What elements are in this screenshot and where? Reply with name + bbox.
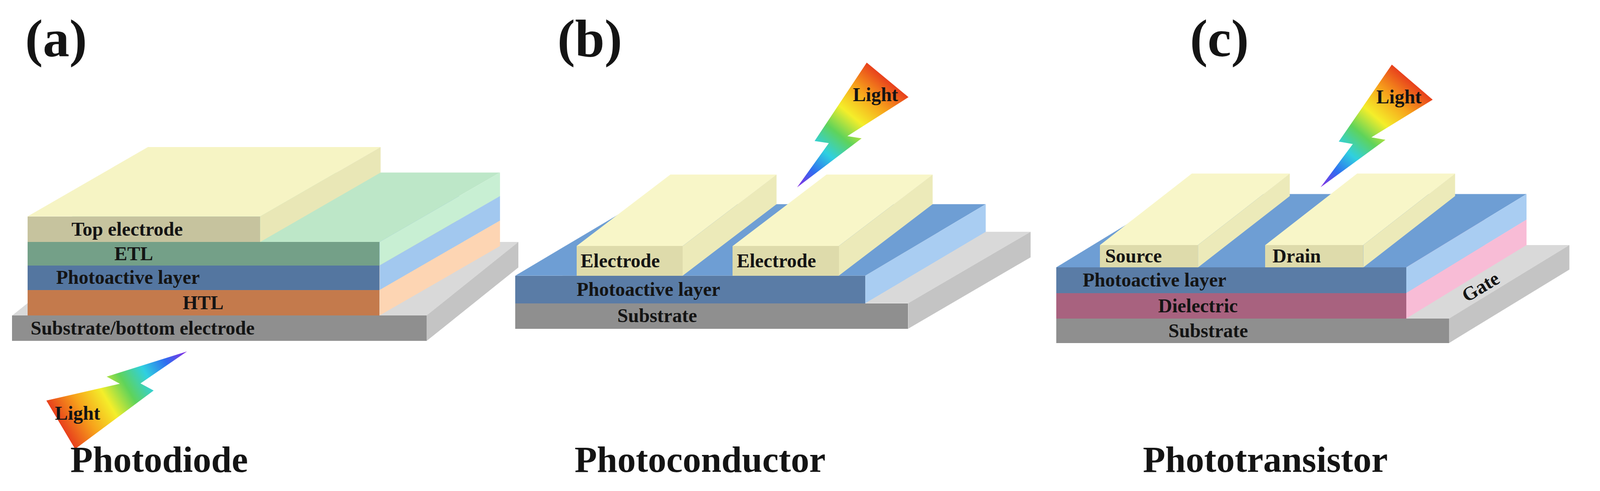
layer-label: Top electrode — [71, 219, 183, 240]
light-label: Light — [852, 85, 899, 105]
layer-label: Substrate/bottom electrode — [30, 318, 255, 338]
layer-face: Photoactive layer — [27, 265, 380, 290]
layer-label: Photoactive layer — [576, 279, 721, 300]
layer-face: Drain — [1265, 244, 1364, 268]
light-bolt-shape — [777, 62, 909, 206]
light-label-text: Light — [852, 83, 899, 106]
panel-letter: (b) — [557, 12, 623, 66]
layer-slab — [1265, 173, 1455, 268]
panel-letter-text: (b) — [557, 8, 623, 68]
panel-letter-text: (a) — [25, 8, 88, 68]
layer-slab — [1099, 173, 1290, 268]
layer-face: Photoactive layer — [515, 275, 866, 304]
layer-label: HTL — [182, 293, 224, 313]
layer-face: Source — [1099, 244, 1198, 268]
slab-side-face — [379, 172, 500, 266]
layer-label: Dielectric — [1158, 296, 1238, 316]
layer-label: Substrate — [617, 305, 697, 326]
device-title-text: Photoconductor — [574, 438, 826, 480]
slab-side-face — [1363, 173, 1455, 268]
layer-face: Photoactive layer — [1056, 267, 1407, 293]
layer-label: Source — [1105, 246, 1162, 266]
device-title: Photoconductor — [574, 440, 826, 478]
layer-face: Top electrode — [27, 216, 261, 242]
layer-face: HTL — [27, 289, 380, 316]
slab-side-face — [260, 146, 381, 242]
layer-label: Electrode — [736, 251, 816, 271]
light-label-text: Light — [54, 402, 101, 424]
light-bolt-shape — [1301, 64, 1434, 206]
layer-label: Drain — [1272, 246, 1321, 266]
light-bolt — [46, 325, 201, 449]
light-label-text: Light — [1376, 85, 1422, 108]
layer-face: Substrate/bottom electrode — [12, 315, 427, 341]
light-label: Light — [54, 403, 101, 424]
layer-label: Photoactive layer — [1082, 270, 1227, 290]
panel-letter: (a) — [25, 12, 88, 66]
layer-slab — [27, 146, 381, 242]
panel-letter-text: (c) — [1189, 8, 1249, 68]
slab-side-face — [838, 174, 933, 276]
layer-face: Substrate — [1056, 318, 1450, 343]
layer-slab — [732, 174, 933, 276]
layer-label: Substrate — [1168, 321, 1249, 341]
layer-label: Photoactive layer — [56, 267, 200, 288]
device-title: Phototransistor — [1142, 440, 1388, 478]
layer-label: Electrode — [580, 251, 660, 271]
device-title: Photodiode — [70, 440, 249, 478]
light-bolt — [777, 62, 909, 206]
light-bolt — [1301, 64, 1434, 206]
layer-face: Substrate — [515, 303, 908, 329]
device-title-text: Photodiode — [70, 438, 249, 480]
layer-label: ETL — [114, 244, 154, 264]
light-bolt-shape — [46, 325, 201, 449]
device-title-text: Phototransistor — [1142, 438, 1388, 480]
layer-face: Dielectric — [1056, 293, 1407, 319]
layer-face: Electrode — [576, 245, 683, 276]
layer-face: ETL — [27, 241, 380, 266]
panel-letter: (c) — [1189, 12, 1249, 66]
light-label: Light — [1376, 87, 1422, 107]
layer-face: Electrode — [732, 245, 839, 276]
